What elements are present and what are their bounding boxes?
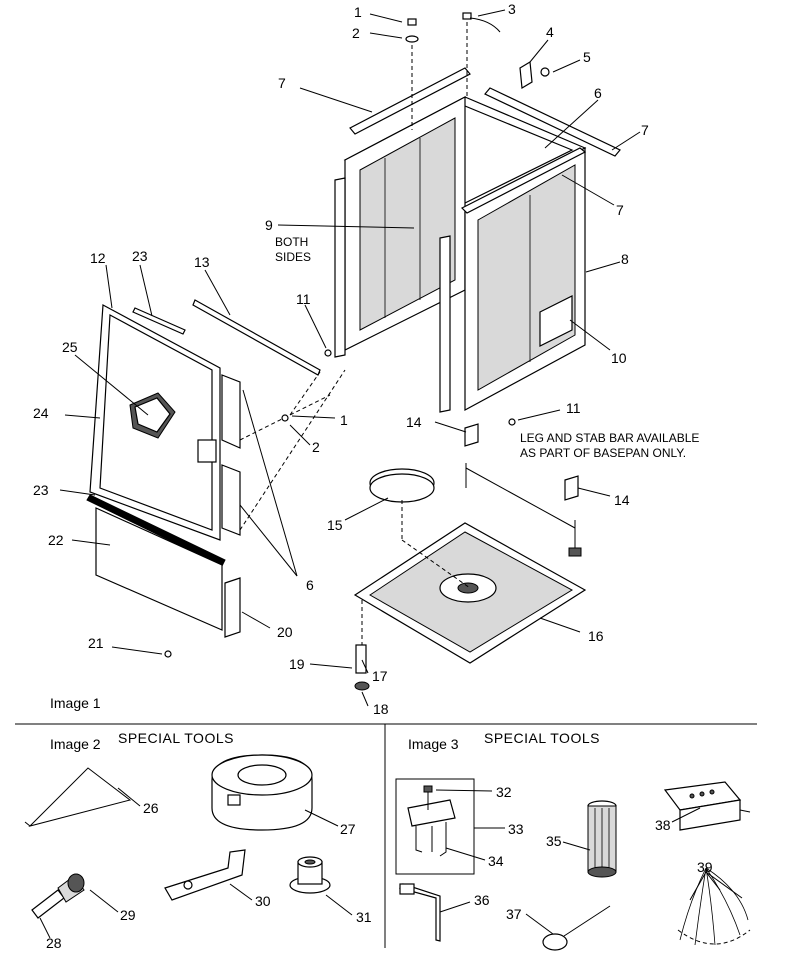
callout-7: 7 — [641, 122, 649, 138]
callout-19: 19 — [289, 656, 305, 672]
tool-26-hook — [24, 767, 132, 827]
tool-39-brush — [677, 867, 751, 946]
callout-23: 23 — [132, 248, 148, 264]
callout-25: 25 — [62, 339, 78, 355]
callout-17: 17 — [372, 668, 388, 684]
callout-9: 9 — [265, 217, 273, 233]
callout-29: 29 — [120, 907, 136, 923]
callout-36: 36 — [474, 892, 490, 908]
callout-39: 39 — [697, 859, 713, 875]
callout-21: 21 — [88, 635, 104, 651]
callout-6: 6 — [306, 577, 314, 593]
tool-30-plate — [164, 849, 246, 901]
tool-31-socket — [289, 856, 331, 894]
callout-11: 11 — [566, 400, 581, 416]
tool-36-bracket — [398, 883, 441, 942]
image1-caption: Image 1 — [50, 695, 101, 711]
callout-35: 35 — [546, 833, 562, 849]
callout-37: 37 — [506, 906, 522, 922]
callout-1: 1 — [354, 4, 362, 20]
leader-lines — [59, 9, 641, 707]
tool-27-ring — [211, 754, 313, 831]
tool-33-puller-kit — [395, 778, 475, 875]
callout-2: 2 — [312, 439, 320, 455]
image3-tools: Image 3 SPECIAL TOOLS — [395, 730, 751, 951]
tool-35-cylinder — [587, 800, 617, 878]
tool-38-bracket — [663, 781, 751, 831]
callout-31: 31 — [356, 909, 372, 925]
image3-caption: Image 3 — [408, 736, 459, 752]
callout-12: 12 — [90, 250, 106, 266]
callout-1: 1 — [340, 412, 348, 428]
callout-32: 32 — [496, 784, 512, 800]
callout-10: 10 — [611, 350, 627, 366]
callout-4: 4 — [546, 24, 554, 40]
image2-tools: Image 2 SPECIAL TOOLS — [24, 730, 372, 951]
image2-special-tools-heading: SPECIAL TOOLS — [118, 730, 234, 746]
basepan — [353, 423, 587, 691]
callout-14: 14 — [614, 492, 630, 508]
leg-note-line2: AS PART OF BASEPAN ONLY. — [520, 446, 686, 460]
both-sides-note-line2: SIDES — [275, 250, 311, 264]
callout-22: 22 — [48, 532, 64, 548]
tool-28-29-driver — [31, 873, 85, 919]
diagram-notes: BOTH SIDES LEG AND STAB BAR AVAILABLE AS… — [50, 235, 699, 711]
callout-34: 34 — [488, 853, 504, 869]
tool-37-probe — [542, 905, 611, 951]
callout-13: 13 — [194, 254, 210, 270]
callout-15: 15 — [327, 517, 343, 533]
callout-28: 28 — [46, 935, 62, 951]
callout-numbers: 1 2 3 4 5 7 6 7 7 9 8 12 23 13 11 25 10 … — [33, 1, 649, 717]
front-panel — [86, 299, 346, 658]
callout-33: 33 — [508, 821, 524, 837]
callout-5: 5 — [583, 49, 591, 65]
image2-caption: Image 2 — [50, 736, 101, 752]
callout-27: 27 — [340, 821, 356, 837]
image3-special-tools-heading: SPECIAL TOOLS — [484, 730, 600, 746]
both-sides-note-line1: BOTH — [275, 235, 308, 249]
cabinet-assembly — [324, 12, 621, 426]
callout-23: 23 — [33, 482, 49, 498]
callout-18: 18 — [373, 701, 389, 717]
callout-8: 8 — [621, 251, 629, 267]
callout-26: 26 — [143, 800, 159, 816]
callout-38: 38 — [655, 817, 671, 833]
callout-24: 24 — [33, 405, 49, 421]
callout-3: 3 — [508, 1, 516, 17]
callout-6: 6 — [594, 85, 602, 101]
leg-note-line1: LEG AND STAB BAR AVAILABLE — [520, 431, 699, 445]
callout-30: 30 — [255, 893, 271, 909]
callout-11: 11 — [296, 291, 311, 307]
callout-7: 7 — [278, 75, 286, 91]
callout-16: 16 — [588, 628, 604, 644]
callout-2: 2 — [352, 25, 360, 41]
callout-20: 20 — [277, 624, 293, 640]
callout-14: 14 — [406, 414, 422, 430]
callout-7: 7 — [616, 202, 624, 218]
